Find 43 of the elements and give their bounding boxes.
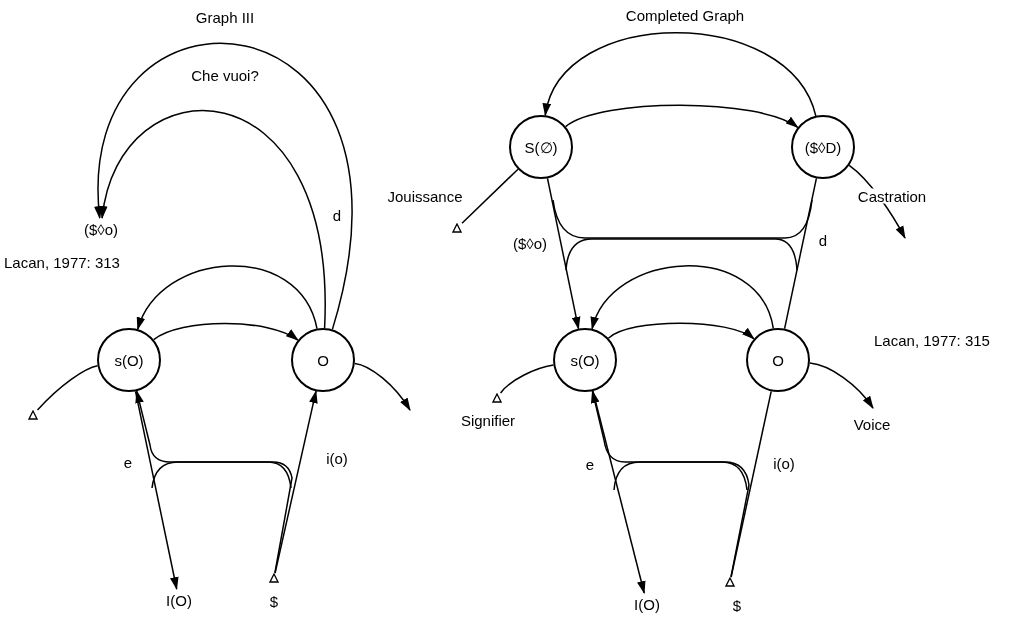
edge-label: Castration [855,188,929,204]
arrow [95,43,352,331]
connector-line [499,364,555,394]
start-triangle [492,393,502,403]
arrow [592,390,646,595]
node-caption: $ [732,597,742,613]
edge-label: ($◊o) [510,235,550,251]
node-label: I(O) [159,589,199,611]
arrow [607,322,755,340]
start-triangle [28,410,38,420]
edge-label: i(o) [324,450,350,466]
edge-label: Voice [851,416,893,432]
arrow [134,390,179,591]
arrow [100,110,326,329]
arrow [591,265,775,330]
arrow [809,362,874,409]
edge-label: d [816,232,830,248]
start-triangle [269,573,279,583]
text-label: Completed Graph [625,7,745,23]
node-label: ($◊o) [71,218,131,240]
start-triangle [452,223,462,233]
text-label: Graph III [195,9,255,25]
connector-line [36,364,99,411]
arrow [354,362,411,411]
node-caption: Jouissance [387,188,463,204]
connector-line [783,177,818,330]
edge-label: i(o) [771,455,797,471]
arrow [136,265,318,331]
start-triangle [725,577,735,587]
arrow [546,177,581,330]
node-caption: $ [269,593,279,609]
text-label: Che vuoi? [191,67,259,83]
text-label: Lacan, 1977: 313 [4,254,120,270]
node-label: I(O) [627,593,667,615]
connector-line [461,168,519,224]
text-label: Lacan, 1977: 315 [874,332,990,348]
arrow [135,390,293,574]
node-caption: Signifier [460,412,516,428]
arrow [564,104,799,129]
edge-label: d [330,207,344,223]
arrow [544,31,817,117]
arrow [152,322,299,341]
arrow [590,390,750,578]
